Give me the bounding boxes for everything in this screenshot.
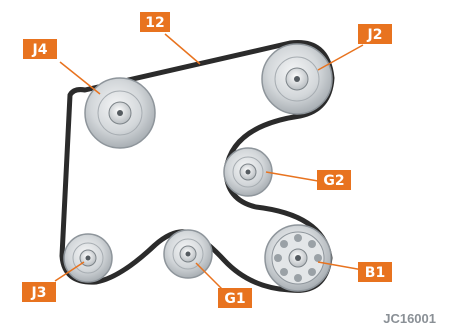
pulley-g2 xyxy=(223,147,273,197)
leader-g2 xyxy=(265,171,319,182)
leader-j2 xyxy=(317,44,364,71)
svg-text:G1: G1 xyxy=(224,291,245,307)
svg-text:J4: J4 xyxy=(32,42,48,58)
svg-text:J2: J2 xyxy=(367,27,383,43)
svg-text:B1: B1 xyxy=(365,265,385,281)
label-j4: J4 xyxy=(23,39,57,59)
pulley-b1 xyxy=(264,224,332,292)
leader-j3 xyxy=(54,261,85,282)
leader-b1 xyxy=(317,261,364,271)
label-g1: G1 xyxy=(218,288,252,308)
svg-text:12: 12 xyxy=(145,15,164,31)
pulley-j2 xyxy=(261,43,333,115)
label-belt: 12 xyxy=(140,12,170,32)
label-j2: J2 xyxy=(358,24,392,44)
svg-text:J3: J3 xyxy=(31,285,47,301)
label-j3: J3 xyxy=(22,282,56,302)
svg-text:G2: G2 xyxy=(323,173,344,189)
label-g2: G2 xyxy=(317,170,351,190)
leader-j4 xyxy=(59,61,101,95)
label-b1: B1 xyxy=(358,262,392,282)
pulley-j4 xyxy=(84,77,156,149)
leader-belt xyxy=(164,33,201,65)
pulley-j3 xyxy=(63,233,113,283)
reference-code: JC16001 xyxy=(383,311,436,326)
